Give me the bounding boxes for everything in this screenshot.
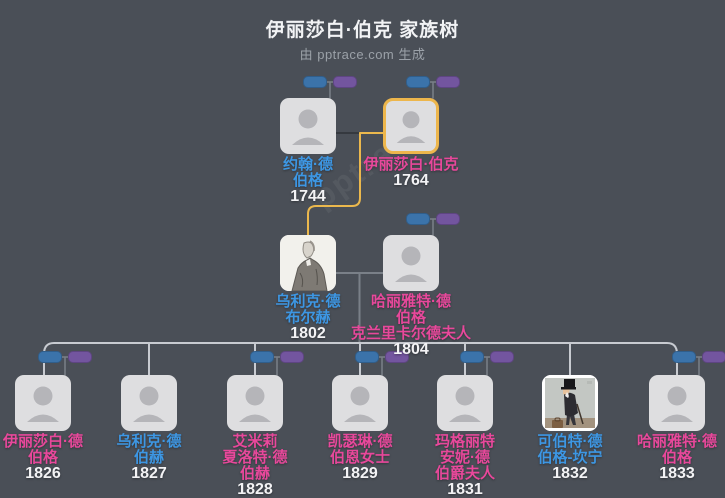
engraving-portrait xyxy=(280,235,336,291)
collapsed-relative-pill-purple[interactable] xyxy=(490,351,514,363)
person-card-margaret[interactable] xyxy=(437,375,493,431)
collapsed-relative-pill-purple[interactable] xyxy=(68,351,92,363)
person-name-line: 伊丽莎白·德 xyxy=(3,433,83,450)
person-name-line: 凯瑟琳·德 xyxy=(327,433,393,450)
person-card-john[interactable] xyxy=(280,98,336,154)
collapsed-relative-pill-blue[interactable] xyxy=(406,213,430,225)
person-birth-year: 1804 xyxy=(393,341,429,358)
person-card-hubert[interactable] xyxy=(542,375,598,431)
page-title: 伊丽莎白·伯克 家族树 xyxy=(265,20,460,41)
person-card-ulick2[interactable] xyxy=(121,375,177,431)
person-name-line: 伯格 xyxy=(27,449,58,466)
person-card-harriet2[interactable] xyxy=(649,375,705,431)
person-name-line: 乌利克·德 xyxy=(116,433,182,450)
person-silhouette-icon xyxy=(27,386,59,422)
collapsed-relative-pill-blue[interactable] xyxy=(250,351,274,363)
person-birth-year: 1826 xyxy=(25,465,61,482)
person-name-line: 玛格丽特 xyxy=(434,433,495,450)
person-name-line: 伯格-坎宁 xyxy=(537,449,603,466)
collapsed-relative-pill-purple[interactable] xyxy=(280,351,304,363)
collapsed-relative-pill-purple[interactable] xyxy=(385,351,409,363)
person-card-harriet[interactable] xyxy=(383,235,439,291)
person-name-line: 伯赫 xyxy=(133,449,164,466)
person-silhouette-icon xyxy=(239,386,271,422)
person-birth-year: 1802 xyxy=(290,325,326,342)
person-silhouette-icon xyxy=(396,111,426,143)
person-name-line: 哈丽雅特·德 xyxy=(637,433,717,450)
collapsed-relative-pill-purple[interactable] xyxy=(333,76,357,88)
connector xyxy=(307,132,361,237)
person-name-line: 乌利克·德 xyxy=(275,293,341,310)
collapsed-relative-pill-purple[interactable] xyxy=(436,213,460,225)
collapsed-relative-pill-blue[interactable] xyxy=(406,76,430,88)
person-card-eliza[interactable] xyxy=(15,375,71,431)
person-birth-year: 1828 xyxy=(237,481,273,498)
person-silhouette-icon xyxy=(133,386,165,422)
person-silhouette-icon xyxy=(292,109,324,145)
person-name-line: 伊丽莎白·伯克 xyxy=(363,156,459,173)
person-card-ulick[interactable] xyxy=(280,235,336,291)
person-silhouette-icon xyxy=(344,386,376,422)
person-card-elizabeth[interactable] xyxy=(383,98,439,154)
person-name-line: 安妮·德 xyxy=(440,449,490,466)
person-card-katherine[interactable] xyxy=(332,375,388,431)
person-name-line: 哈丽雅特·德 xyxy=(371,293,451,310)
person-name-line: 约翰·德 xyxy=(283,156,333,173)
person-name-line: 伯格 xyxy=(395,309,426,326)
collapsed-relative-pill-blue[interactable] xyxy=(460,351,484,363)
person-name-line: 克兰里卡尔德夫人 xyxy=(350,325,471,342)
person-card-emily[interactable] xyxy=(227,375,283,431)
person-silhouette-icon xyxy=(449,386,481,422)
person-name-line: 伯格 xyxy=(661,449,692,466)
person-birth-year: 1831 xyxy=(447,481,483,498)
person-name-line: 伯格 xyxy=(292,172,323,189)
collapsed-relative-pill-blue[interactable] xyxy=(355,351,379,363)
person-name-line: 夏洛特·德 xyxy=(222,449,288,466)
person-birth-year: 1829 xyxy=(342,465,378,482)
person-birth-year: 1744 xyxy=(290,188,326,205)
collapsed-relative-pill-purple[interactable] xyxy=(702,351,725,363)
page-subtitle: 由 pptrace.com 生成 xyxy=(299,47,426,62)
person-name-line: 艾米莉 xyxy=(232,433,278,450)
person-silhouette-icon xyxy=(395,246,427,282)
caricature-portrait xyxy=(542,375,598,431)
person-name-line: 可伯特·德 xyxy=(537,433,603,450)
person-name-line: 伯赫 xyxy=(239,465,270,482)
person-birth-year: 1833 xyxy=(659,465,695,482)
person-name-line: 伯恩女士 xyxy=(329,449,390,466)
person-birth-year: 1832 xyxy=(552,465,588,482)
person-name-line: 伯爵夫人 xyxy=(434,465,495,482)
collapsed-relative-pill-blue[interactable] xyxy=(38,351,62,363)
person-birth-year: 1764 xyxy=(393,172,429,189)
collapsed-relative-pill-blue[interactable] xyxy=(672,351,696,363)
person-name-line: 布尔赫 xyxy=(285,309,331,326)
collapsed-relative-pill-blue[interactable] xyxy=(303,76,327,88)
person-silhouette-icon xyxy=(661,386,693,422)
collapsed-relative-pill-purple[interactable] xyxy=(436,76,460,88)
person-birth-year: 1827 xyxy=(131,465,167,482)
